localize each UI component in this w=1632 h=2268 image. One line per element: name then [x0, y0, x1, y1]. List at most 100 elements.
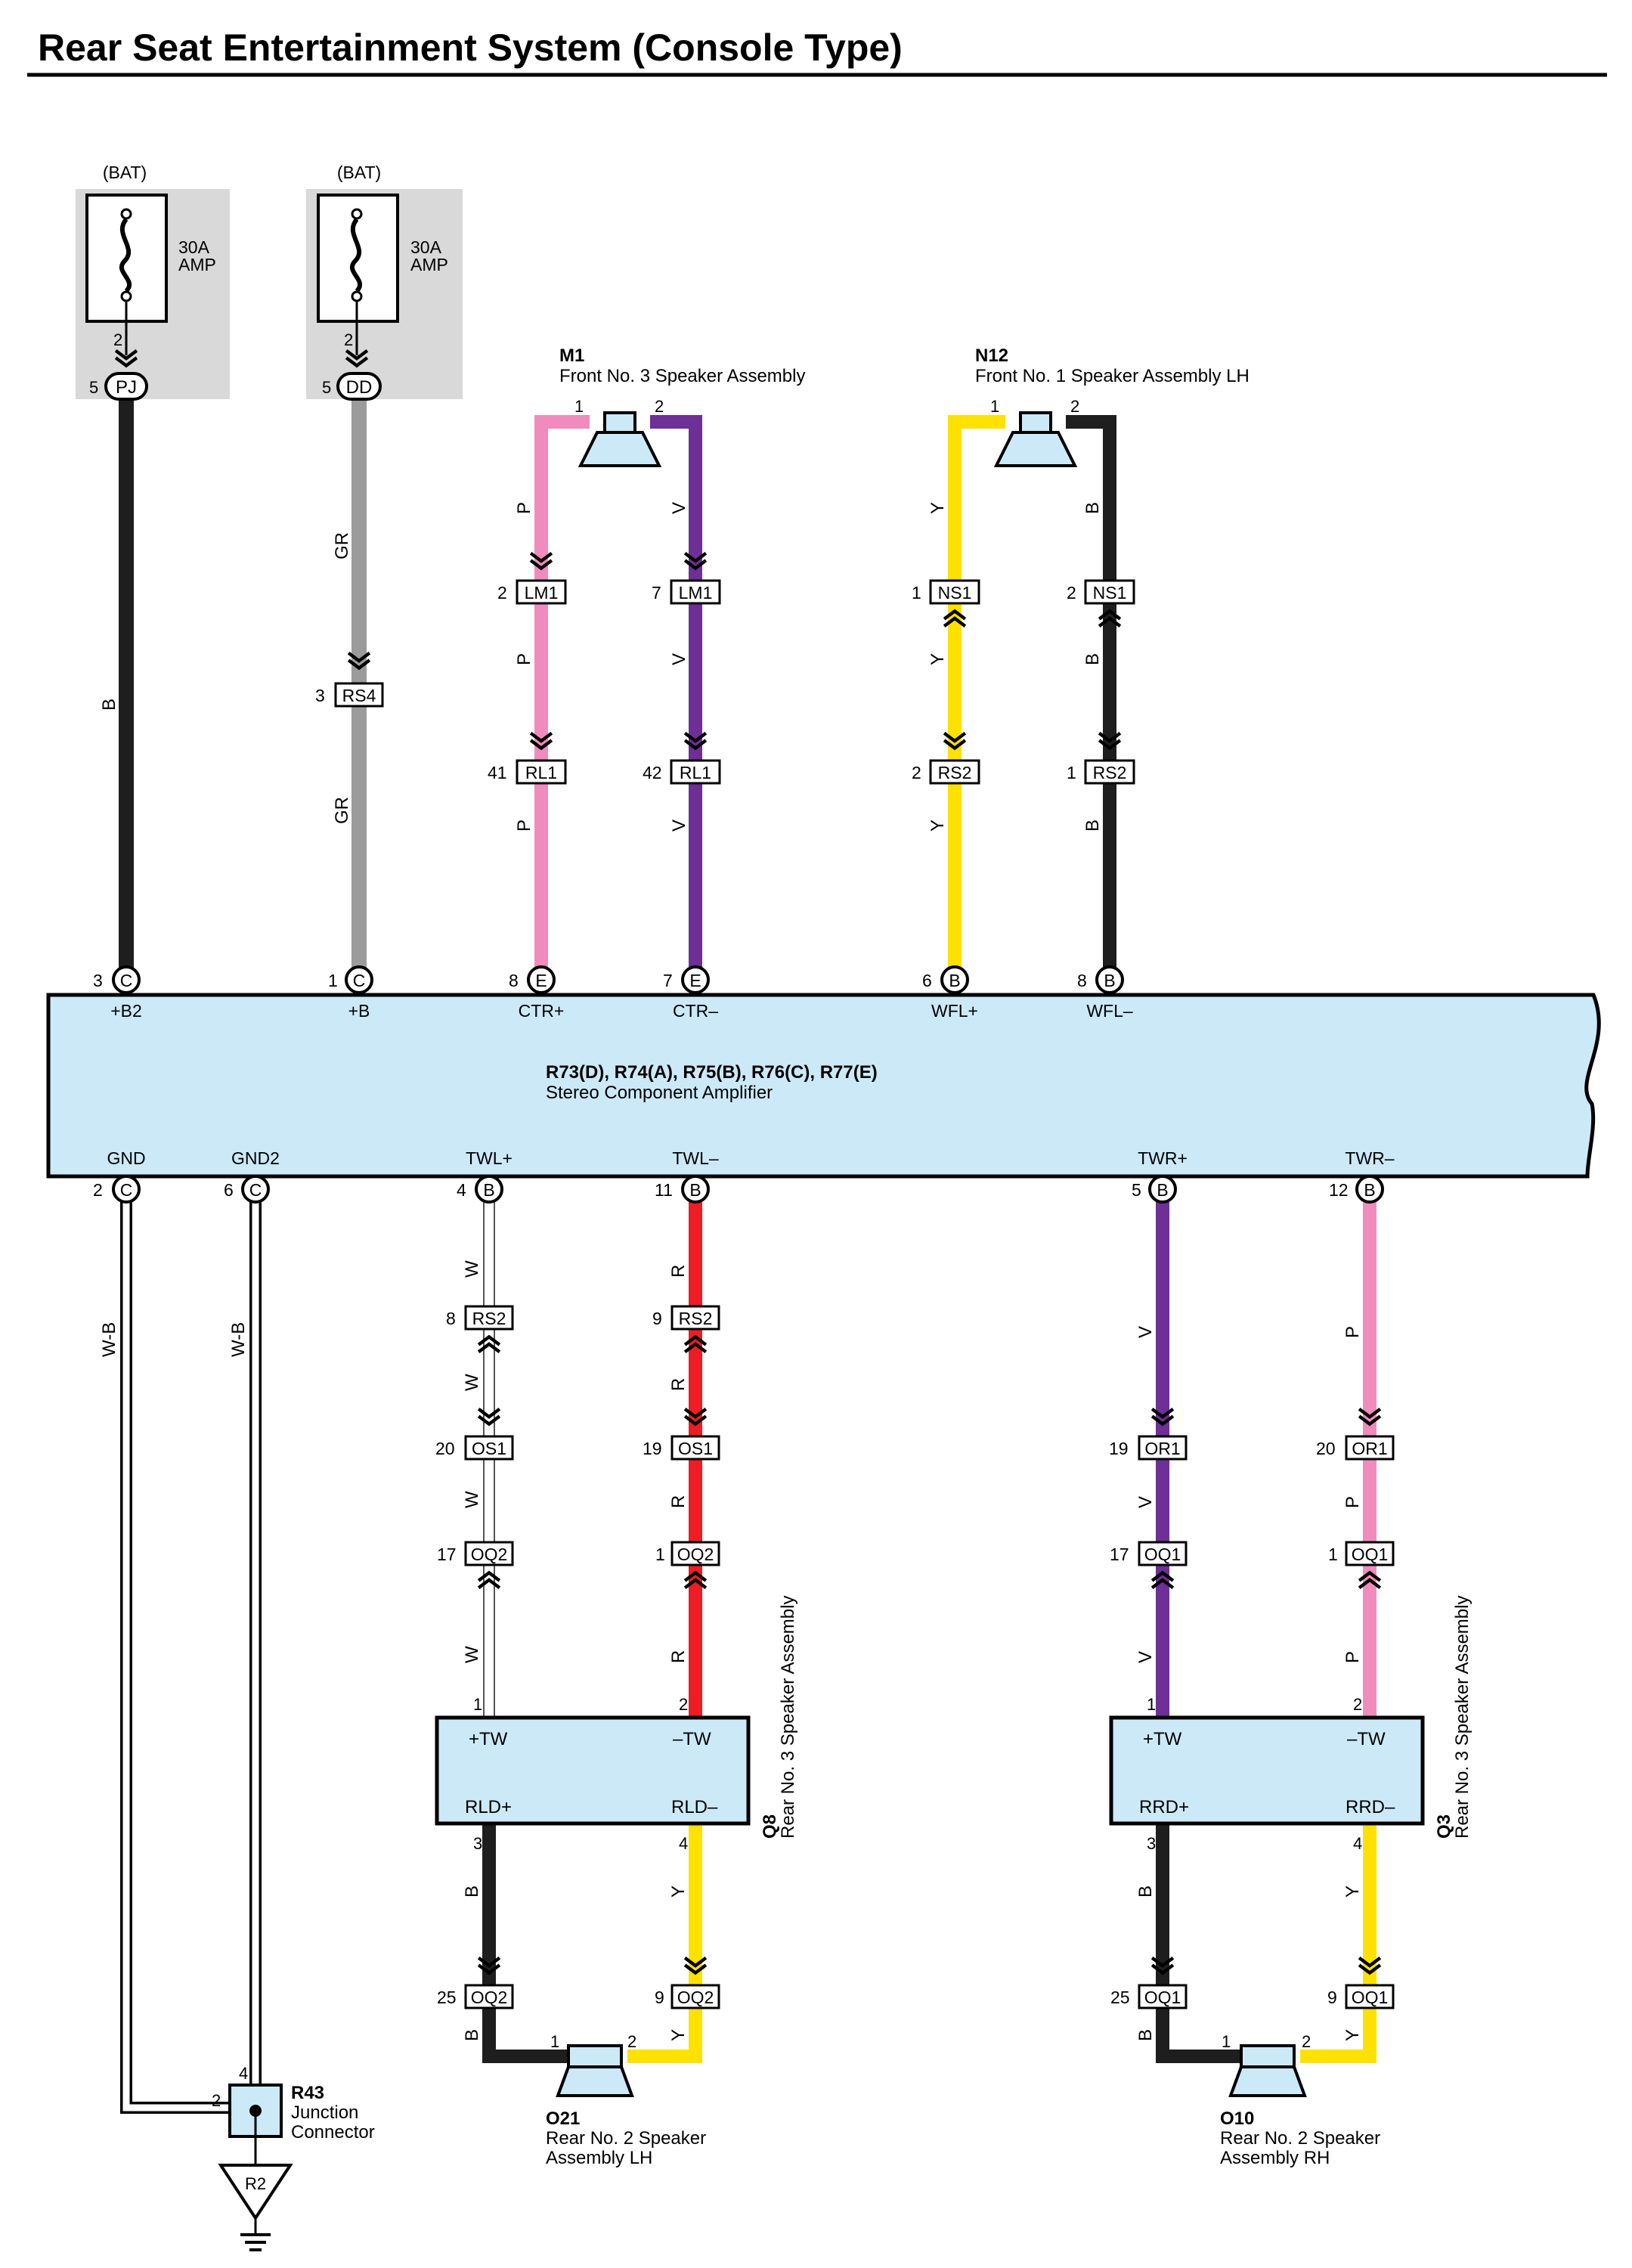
ground-triangle-icon [218, 2164, 293, 2221]
wire-wb-gnd-outer [120, 1189, 228, 2114]
speaker-icon [1228, 2065, 1307, 2097]
pin-conn: B [1364, 1180, 1375, 1200]
conn-pin: 41 [488, 763, 507, 782]
conn-name: OS1 [472, 1439, 506, 1458]
pin-label: GND2 [231, 1148, 280, 1168]
speaker-n12-magnet [1019, 411, 1052, 434]
box-pin: 4 [679, 1834, 688, 1853]
junction-connector-r43: 4 2 R43 Junction Connector R2 [212, 2064, 375, 2251]
box-pin: 3 [473, 1834, 482, 1853]
speaker-pin: 1 [1222, 2032, 1231, 2051]
conn-name: OQ1 [1352, 1545, 1389, 1564]
pin-conn: E [689, 971, 701, 990]
wire-label: P [1342, 1326, 1363, 1338]
speaker-o10-magnet [1240, 2044, 1296, 2068]
conn-pin: 9 [655, 1988, 664, 2007]
wire-label: B [99, 699, 119, 711]
speaker-o21: 1 2 O21 Rear No. 2 Speaker Assembly LH [546, 2032, 706, 2168]
speaker-name: Front No. 1 Speaker Assembly LH [975, 366, 1250, 386]
connector-oq1 [1138, 1984, 1188, 2009]
conn-name: RS2 [938, 763, 972, 782]
box-pin: 3 [1147, 1834, 1156, 1853]
pin-label: +B2 [110, 1001, 142, 1021]
pin-terminal [940, 965, 969, 994]
conn-pin: 2 [1067, 583, 1076, 603]
conn-pin: 25 [437, 1988, 457, 2007]
fuse-2-terminal-top [351, 208, 363, 220]
wire-b-wfl-minus [1066, 415, 1116, 980]
conn-pin: 9 [652, 1309, 662, 1328]
pin-terminal [112, 965, 141, 994]
speaker-id: N12 [975, 345, 1008, 366]
box-pin: 1 [473, 1695, 482, 1714]
pin-label: GND [107, 1148, 145, 1168]
wire-y-wfl-plus [948, 415, 1005, 980]
amplifier-body [46, 993, 1601, 1179]
wire-label: W [462, 1491, 482, 1508]
wire-y-rrd-minus [1300, 1824, 1377, 2063]
connector-oq1 [1138, 1541, 1188, 1566]
conn-pin: 2 [497, 583, 507, 603]
conn-name: OR1 [1352, 1439, 1387, 1458]
speaker-n12: N12 Front No. 1 Speaker Assembly LH 1 2 [975, 345, 1250, 467]
pin-terminal [345, 965, 373, 994]
connector-lm1 [670, 579, 721, 605]
pin-number: 4 [457, 1180, 466, 1200]
pin-label: WFL– [1086, 1001, 1133, 1021]
amplifier-top-pins: C 3 +B2 C 1 +B E 8 CTR+ E 7 CTR– B 6 WFL… [93, 965, 1133, 1021]
wire-labels-top: B GR GR P P P V V V Y Y Y B B B [99, 502, 1103, 832]
speaker-m1: M1 Front No. 3 Speaker Assembly 1 2 [559, 345, 805, 467]
pin-label: TWR+ [1138, 1148, 1188, 1168]
connector-rl1 [516, 759, 567, 785]
conn-name: RS4 [342, 686, 376, 705]
speaker-name-line2: Assembly RH [1220, 2148, 1330, 2168]
conn-name: OQ1 [1352, 1988, 1389, 2007]
conn-name: NS1 [1093, 583, 1127, 603]
fuse-connectors: 5 PJ 5 DD [89, 372, 382, 401]
wire-label: P [1342, 1651, 1363, 1663]
pin-number: 1 [328, 971, 338, 990]
pin-terminal [112, 1175, 141, 1204]
speaker-pin: 1 [574, 397, 584, 416]
connector-os1 [670, 1435, 720, 1461]
wire-label: Y [927, 653, 948, 665]
wire-label: V [669, 502, 689, 514]
pin-conn: B [1104, 971, 1115, 990]
conn-name: OQ2 [677, 1545, 714, 1564]
speaker-box [1109, 1715, 1425, 1826]
wire-label: V [1135, 1326, 1156, 1338]
box-id: Q3 [1434, 1814, 1454, 1839]
wire-label: P [514, 502, 534, 514]
speaker-pin: 2 [1070, 397, 1079, 416]
speaker-icon [578, 431, 662, 467]
junction-name-line2: Connector [291, 2122, 375, 2143]
conn-pin: 20 [1316, 1439, 1336, 1458]
pin-number: 3 [93, 971, 103, 990]
fuse-2-element-icon [349, 218, 363, 293]
conn-pin: 5 [322, 378, 331, 397]
connector-or1 [1138, 1435, 1188, 1461]
fuse-rating-2: 30A [410, 237, 442, 257]
speaker-name-line2: Assembly LH [546, 2148, 652, 2168]
pin-conn: B [689, 1180, 701, 1200]
pin-terminal [681, 1175, 710, 1204]
wire-label: GR [332, 532, 352, 559]
wire-label: R [668, 1650, 689, 1663]
pin-number: 8 [1077, 971, 1087, 990]
page-title: Rear Seat Entertainment System (Console … [38, 26, 903, 69]
wire-label: B [1135, 1885, 1156, 1898]
box-terminal-label: RRD– [1346, 1797, 1395, 1817]
pin-terminal [1148, 1175, 1177, 1204]
wire-label: R [668, 1265, 689, 1278]
wire-label: GR [332, 797, 352, 824]
wire-label: W-B [228, 1322, 249, 1357]
conn-name: LM1 [679, 583, 713, 603]
pin-conn: B [483, 1180, 494, 1200]
conn-pin: 20 [435, 1439, 455, 1458]
speaker-box [435, 1715, 751, 1826]
box-id: Q8 [760, 1814, 780, 1839]
connector-oq2 [670, 1541, 720, 1566]
connector-dd [336, 372, 382, 401]
speaker-o10: 1 2 O10 Rear No. 2 Speaker Assembly RH [1220, 2032, 1380, 2168]
connector-rs2 [929, 759, 980, 785]
